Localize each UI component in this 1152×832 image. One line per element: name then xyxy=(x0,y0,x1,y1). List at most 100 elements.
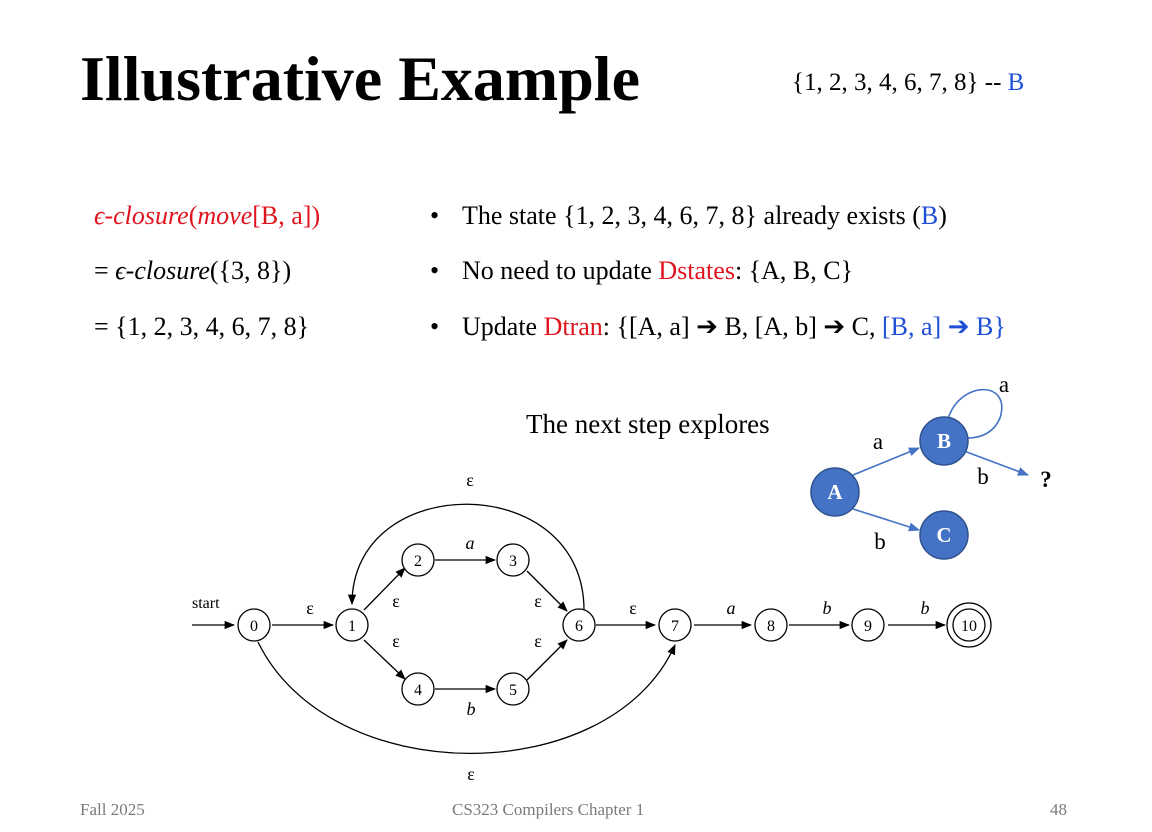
nfa-state-label: 10 xyxy=(961,618,977,635)
nfa-epsilon-label: ε xyxy=(392,631,400,651)
nfa-symbol-label: a xyxy=(727,598,736,618)
nfa-symbol-label: b xyxy=(467,699,476,719)
bullet-marker: • xyxy=(430,256,440,285)
bullet-3-part-4: B} xyxy=(969,312,1006,341)
nfa-start-label: start xyxy=(192,595,220,612)
derivation-line-1: ϵ-closure(move[B, a]) xyxy=(94,201,320,231)
nfa-edge-6-1-loop xyxy=(347,503,585,611)
closure-text: -closure xyxy=(125,256,210,285)
dfa-state-b xyxy=(919,416,969,466)
derivation-line-3: = {1, 2, 3, 4, 6, 7, 8} xyxy=(94,312,310,341)
epsilon-symbol: ϵ xyxy=(115,256,126,285)
nfa-state-0 xyxy=(237,608,271,642)
nfa-symbol-label: b xyxy=(921,598,930,618)
header-separator: -- xyxy=(984,69,1002,96)
footer-page-number: 48 xyxy=(1050,800,1067,819)
arrow-icon: ➔ xyxy=(823,312,846,341)
dfa-pending-target: ? xyxy=(1040,467,1052,492)
nfa-epsilon-label: ε xyxy=(534,631,542,651)
nfa-edge-5-6 xyxy=(526,639,568,681)
nfa-state-label: 4 xyxy=(414,682,422,699)
bullet-1-close: ) xyxy=(938,201,947,230)
header-set: {1, 2, 3, 4, 6, 7, 8} xyxy=(792,69,979,96)
nfa-edge-0-7-bypass xyxy=(257,641,676,754)
next-step-caption: The next step explores xyxy=(526,409,770,439)
footer-date: Fall 2025 xyxy=(80,800,145,819)
nfa-epsilon-label: ε xyxy=(306,598,314,618)
paren-open: ( xyxy=(188,201,198,230)
nfa-state-label: 5 xyxy=(509,682,517,699)
dfa-self-loop-b xyxy=(940,388,1003,439)
dfa-pending-edge-label: b xyxy=(977,464,989,489)
bullet-2-prefix: No need to update xyxy=(462,256,659,285)
dfa-state-a-label: A xyxy=(827,480,843,504)
nfa-state-label: 1 xyxy=(348,618,356,635)
bullet-3-prefix: Update xyxy=(462,312,544,341)
epsilon-symbol: ϵ xyxy=(94,201,105,230)
equals-prefix: = xyxy=(94,256,116,285)
nfa-state-label: 7 xyxy=(671,618,679,635)
nfa-state-1 xyxy=(335,608,369,642)
closure-arg: ({3, 8}) xyxy=(209,256,292,285)
header-set-label: {1, 2, 3, 4, 6, 7, 8} -- B xyxy=(792,69,1024,97)
dfa-self-loop-label: a xyxy=(999,372,1009,397)
dfa-state-a xyxy=(810,467,860,517)
move-arg: [B, a]) xyxy=(252,201,321,230)
dfa-edge-a-to-c xyxy=(852,508,921,532)
nfa-state-label: 0 xyxy=(250,618,258,635)
nfa-state-label: 8 xyxy=(767,618,775,635)
header-state-name: B xyxy=(1007,69,1025,96)
bullet-marker: • xyxy=(430,201,440,230)
dfa-state-c xyxy=(919,510,969,560)
move-text: move xyxy=(197,201,253,230)
nfa-state-3 xyxy=(496,543,530,577)
bullet-1-state: B xyxy=(920,201,939,230)
arrow-icon: ➔ xyxy=(947,312,970,341)
nfa-edge-1-4 xyxy=(363,639,406,680)
nfa-state-label: 3 xyxy=(509,553,517,570)
nfa-state-6 xyxy=(562,608,596,642)
dstates-keyword: Dstates xyxy=(658,256,735,285)
bullet-3: •Update Dtran: {[A, a] ➔ B, [A, b] ➔ C, … xyxy=(430,312,1006,342)
arrow-icon: ➔ xyxy=(696,312,718,341)
nfa-epsilon-label: ε xyxy=(466,470,474,490)
nfa-symbol-label: b xyxy=(823,598,832,618)
bullet-3-part-3: C, xyxy=(845,312,883,341)
nfa-edge-1-2 xyxy=(363,567,406,611)
nfa-state-label: 6 xyxy=(575,618,583,635)
nfa-epsilon-label: ε xyxy=(467,764,475,784)
derivation-line-2: = ϵ-closure({3, 8}) xyxy=(94,256,291,286)
bullet-3-part-1: : {[A, a] xyxy=(602,312,697,341)
bullet-2: •No need to update Dstates: {A, B, C} xyxy=(430,256,853,286)
dfa-edge-label-a: a xyxy=(873,429,883,454)
nfa-epsilon-label: ε xyxy=(392,591,400,611)
slide-title: Illustrative Example xyxy=(80,43,640,114)
nfa-epsilon-label: ε xyxy=(629,598,637,618)
dfa-edge-label-b: b xyxy=(874,529,886,554)
footer-course: CS323 Compilers Chapter 1 xyxy=(452,800,645,819)
nfa-state-8 xyxy=(754,608,788,642)
nfa-symbol-label: a xyxy=(466,533,475,553)
nfa-state-5 xyxy=(496,672,530,706)
nfa-state-10 xyxy=(952,608,986,642)
nfa-state-label: 9 xyxy=(864,618,872,635)
dtran-keyword: Dtran xyxy=(543,312,603,341)
nfa-edge-3-6 xyxy=(526,570,568,612)
closure-text: -closure xyxy=(104,201,189,230)
dfa-state-c-label: C xyxy=(936,523,951,547)
bullet-3-part-2: B, [A, b] xyxy=(717,312,824,341)
nfa-state-2 xyxy=(401,543,435,577)
bullet-3-new-entry: [B, a] xyxy=(882,312,948,341)
bullet-1-text: The state {1, 2, 3, 4, 6, 7, 8} already … xyxy=(462,201,921,230)
nfa-epsilon-label: ε xyxy=(534,591,542,611)
nfa-state-9 xyxy=(851,608,885,642)
nfa-state-7 xyxy=(658,608,692,642)
dfa-edge-b-pending xyxy=(963,450,1030,476)
nfa-state-label: 2 xyxy=(414,553,422,570)
bullet-1: • The state {1, 2, 3, 4, 6, 7, 8} already… xyxy=(430,201,947,231)
dfa-state-b-label: B xyxy=(937,429,951,453)
bullet-marker: • xyxy=(430,312,440,341)
